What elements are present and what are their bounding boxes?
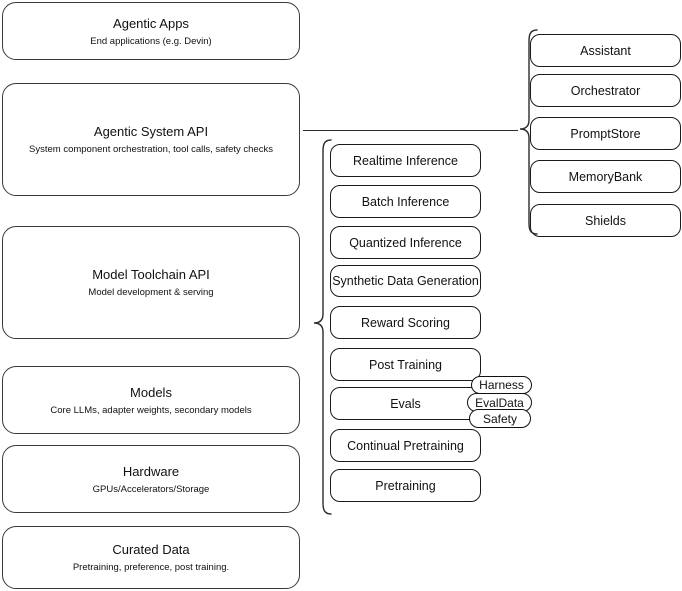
- agentic-item-memorybank[interactable]: MemoryBank: [530, 160, 681, 193]
- agentic-item-label: MemoryBank: [568, 169, 643, 184]
- layer-text-group: Agentic System API System component orch…: [29, 123, 273, 156]
- toolchain-item-synthetic-data-generation[interactable]: Synthetic Data Generation: [330, 265, 481, 297]
- layer-title: Curated Data: [112, 542, 190, 557]
- agentic-item-shields[interactable]: Shields: [530, 204, 681, 237]
- connector-agentic-system-api-to-agentic-components: [303, 130, 518, 132]
- toolchain-item-label: Batch Inference: [361, 194, 450, 209]
- layer-title: Models: [130, 384, 172, 400]
- agentic-item-label: Assistant: [580, 43, 631, 58]
- bracket-agentic-components: [514, 28, 538, 236]
- layer-title: Model Toolchain API: [92, 267, 210, 282]
- agentic-item-assistant[interactable]: Assistant: [530, 34, 681, 67]
- agentic-item-promptstore[interactable]: PromptStore: [530, 117, 681, 150]
- layer-subtitle: End applications (e.g. Devin): [90, 35, 212, 47]
- evals-tag-safety[interactable]: Safety: [469, 409, 531, 428]
- evals-tag-label: EvalData: [475, 395, 524, 410]
- layer-box-hardware[interactable]: Hardware GPUs/Accelerators/Storage: [2, 445, 300, 513]
- toolchain-item-label: Quantized Inference: [349, 235, 462, 250]
- toolchain-item-label: Reward Scoring: [361, 315, 450, 330]
- toolchain-item-realtime-inference[interactable]: Realtime Inference: [330, 144, 481, 177]
- layer-text-group: Curated Data Pretraining, preference, po…: [73, 541, 229, 574]
- layer-subtitle: Model development & serving: [88, 287, 214, 298]
- layer-text-group: Models Core LLMs, adapter weights, secon…: [50, 384, 251, 417]
- bracket-model-toolchain: [306, 138, 332, 516]
- toolchain-item-label: Post Training: [369, 357, 442, 372]
- layer-box-model-toolchain-api[interactable]: Model Toolchain API Model development & …: [2, 226, 300, 339]
- toolchain-item-post-training[interactable]: Post Training: [330, 348, 481, 381]
- toolchain-item-label: Synthetic Data Generation: [332, 274, 479, 288]
- layer-text-group: Hardware GPUs/Accelerators/Storage: [93, 463, 210, 496]
- layer-text-group: Agentic Apps End applications (e.g. Devi…: [90, 15, 211, 48]
- toolchain-item-quantized-inference[interactable]: Quantized Inference: [330, 226, 481, 259]
- agentic-item-orchestrator[interactable]: Orchestrator: [530, 74, 681, 107]
- toolchain-item-reward-scoring[interactable]: Reward Scoring: [330, 306, 481, 339]
- toolchain-item-continual-pretraining[interactable]: Continual Pretraining: [330, 429, 481, 462]
- layer-text-group: Model Toolchain API Model development & …: [88, 266, 213, 299]
- layer-subtitle: Pretraining, preference, post training.: [72, 562, 230, 573]
- layer-subtitle: GPUs/Accelerators/Storage: [92, 483, 210, 495]
- toolchain-item-label: Pretraining: [375, 478, 436, 493]
- toolchain-item-label: Continual Pretraining: [347, 438, 464, 453]
- layer-title: Agentic System API: [93, 124, 209, 139]
- toolchain-item-evals[interactable]: Evals: [330, 387, 481, 420]
- agentic-item-label: Shields: [585, 213, 626, 228]
- layer-title: Hardware: [122, 463, 180, 479]
- toolchain-item-label: Evals: [390, 396, 421, 411]
- toolchain-item-pretraining[interactable]: Pretraining: [330, 469, 481, 502]
- evals-tag-label: Safety: [482, 411, 518, 426]
- agentic-item-label: PromptStore: [570, 126, 641, 141]
- layer-title: Agentic Apps: [113, 15, 189, 31]
- layer-box-curated-data[interactable]: Curated Data Pretraining, preference, po…: [2, 526, 300, 589]
- agentic-item-label: Orchestrator: [570, 83, 641, 98]
- evals-tag-harness[interactable]: Harness: [471, 376, 532, 394]
- layer-box-agentic-system-api[interactable]: Agentic System API System component orch…: [2, 83, 300, 196]
- toolchain-item-label: Realtime Inference: [353, 153, 458, 168]
- layer-box-agentic-apps[interactable]: Agentic Apps End applications (e.g. Devi…: [2, 2, 300, 60]
- layer-subtitle: System component orchestration, tool cal…: [29, 144, 273, 155]
- toolchain-item-batch-inference[interactable]: Batch Inference: [330, 185, 481, 218]
- evals-tag-label: Harness: [479, 378, 524, 392]
- layer-box-models[interactable]: Models Core LLMs, adapter weights, secon…: [2, 366, 300, 434]
- layer-subtitle: Core LLMs, adapter weights, secondary mo…: [50, 404, 252, 416]
